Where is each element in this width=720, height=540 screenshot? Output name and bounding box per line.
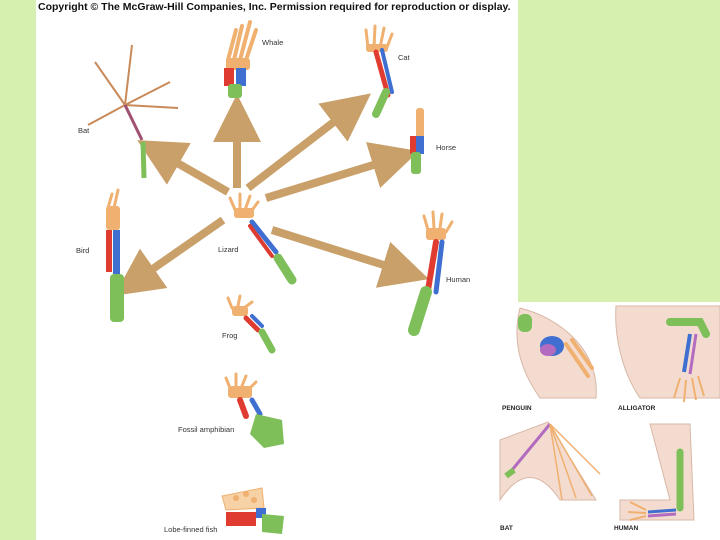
label-whale: Whale (262, 38, 283, 47)
label-horse: Horse (436, 143, 456, 152)
bird-limb (106, 188, 124, 322)
comparison-panel: PENGUIN ALLIGATOR BAT HUMAN (496, 302, 720, 540)
label-bird: Bird (76, 246, 89, 255)
bat-wing-illustration (499, 421, 601, 502)
alligator-illustration (615, 305, 720, 403)
human-arm-illustration (619, 423, 695, 521)
evolution-arrows (114, 93, 429, 296)
bat-limb (87, 44, 179, 179)
caption-bat: BAT (500, 525, 513, 532)
caption-alligator: ALLIGATOR (618, 405, 656, 412)
caption-human: HUMAN (614, 525, 638, 532)
label-cat: Cat (398, 53, 411, 62)
lizard-limb (228, 192, 297, 285)
copyright-notice: Copyright © The McGraw-Hill Companies, I… (38, 1, 511, 13)
caption-penguin: PENGUIN (502, 405, 532, 412)
label-lizard: Lizard (218, 245, 238, 254)
label-lobe-finned-fish: Lobe-finned fish (164, 525, 217, 534)
frog-limb (226, 294, 276, 354)
horse-limb (410, 108, 424, 174)
whale-limb (224, 20, 258, 98)
penguin-illustration (516, 307, 597, 399)
cat-limb (364, 24, 394, 118)
label-fossil-amphibian: Fossil amphibian (178, 425, 234, 434)
label-frog: Frog (222, 331, 237, 340)
human-limb (408, 210, 454, 336)
lobe-finned-fish-limb (221, 487, 284, 534)
label-bat: Bat (78, 126, 90, 135)
fossil-amphibian-limb (224, 372, 284, 448)
label-human: Human (446, 275, 470, 284)
